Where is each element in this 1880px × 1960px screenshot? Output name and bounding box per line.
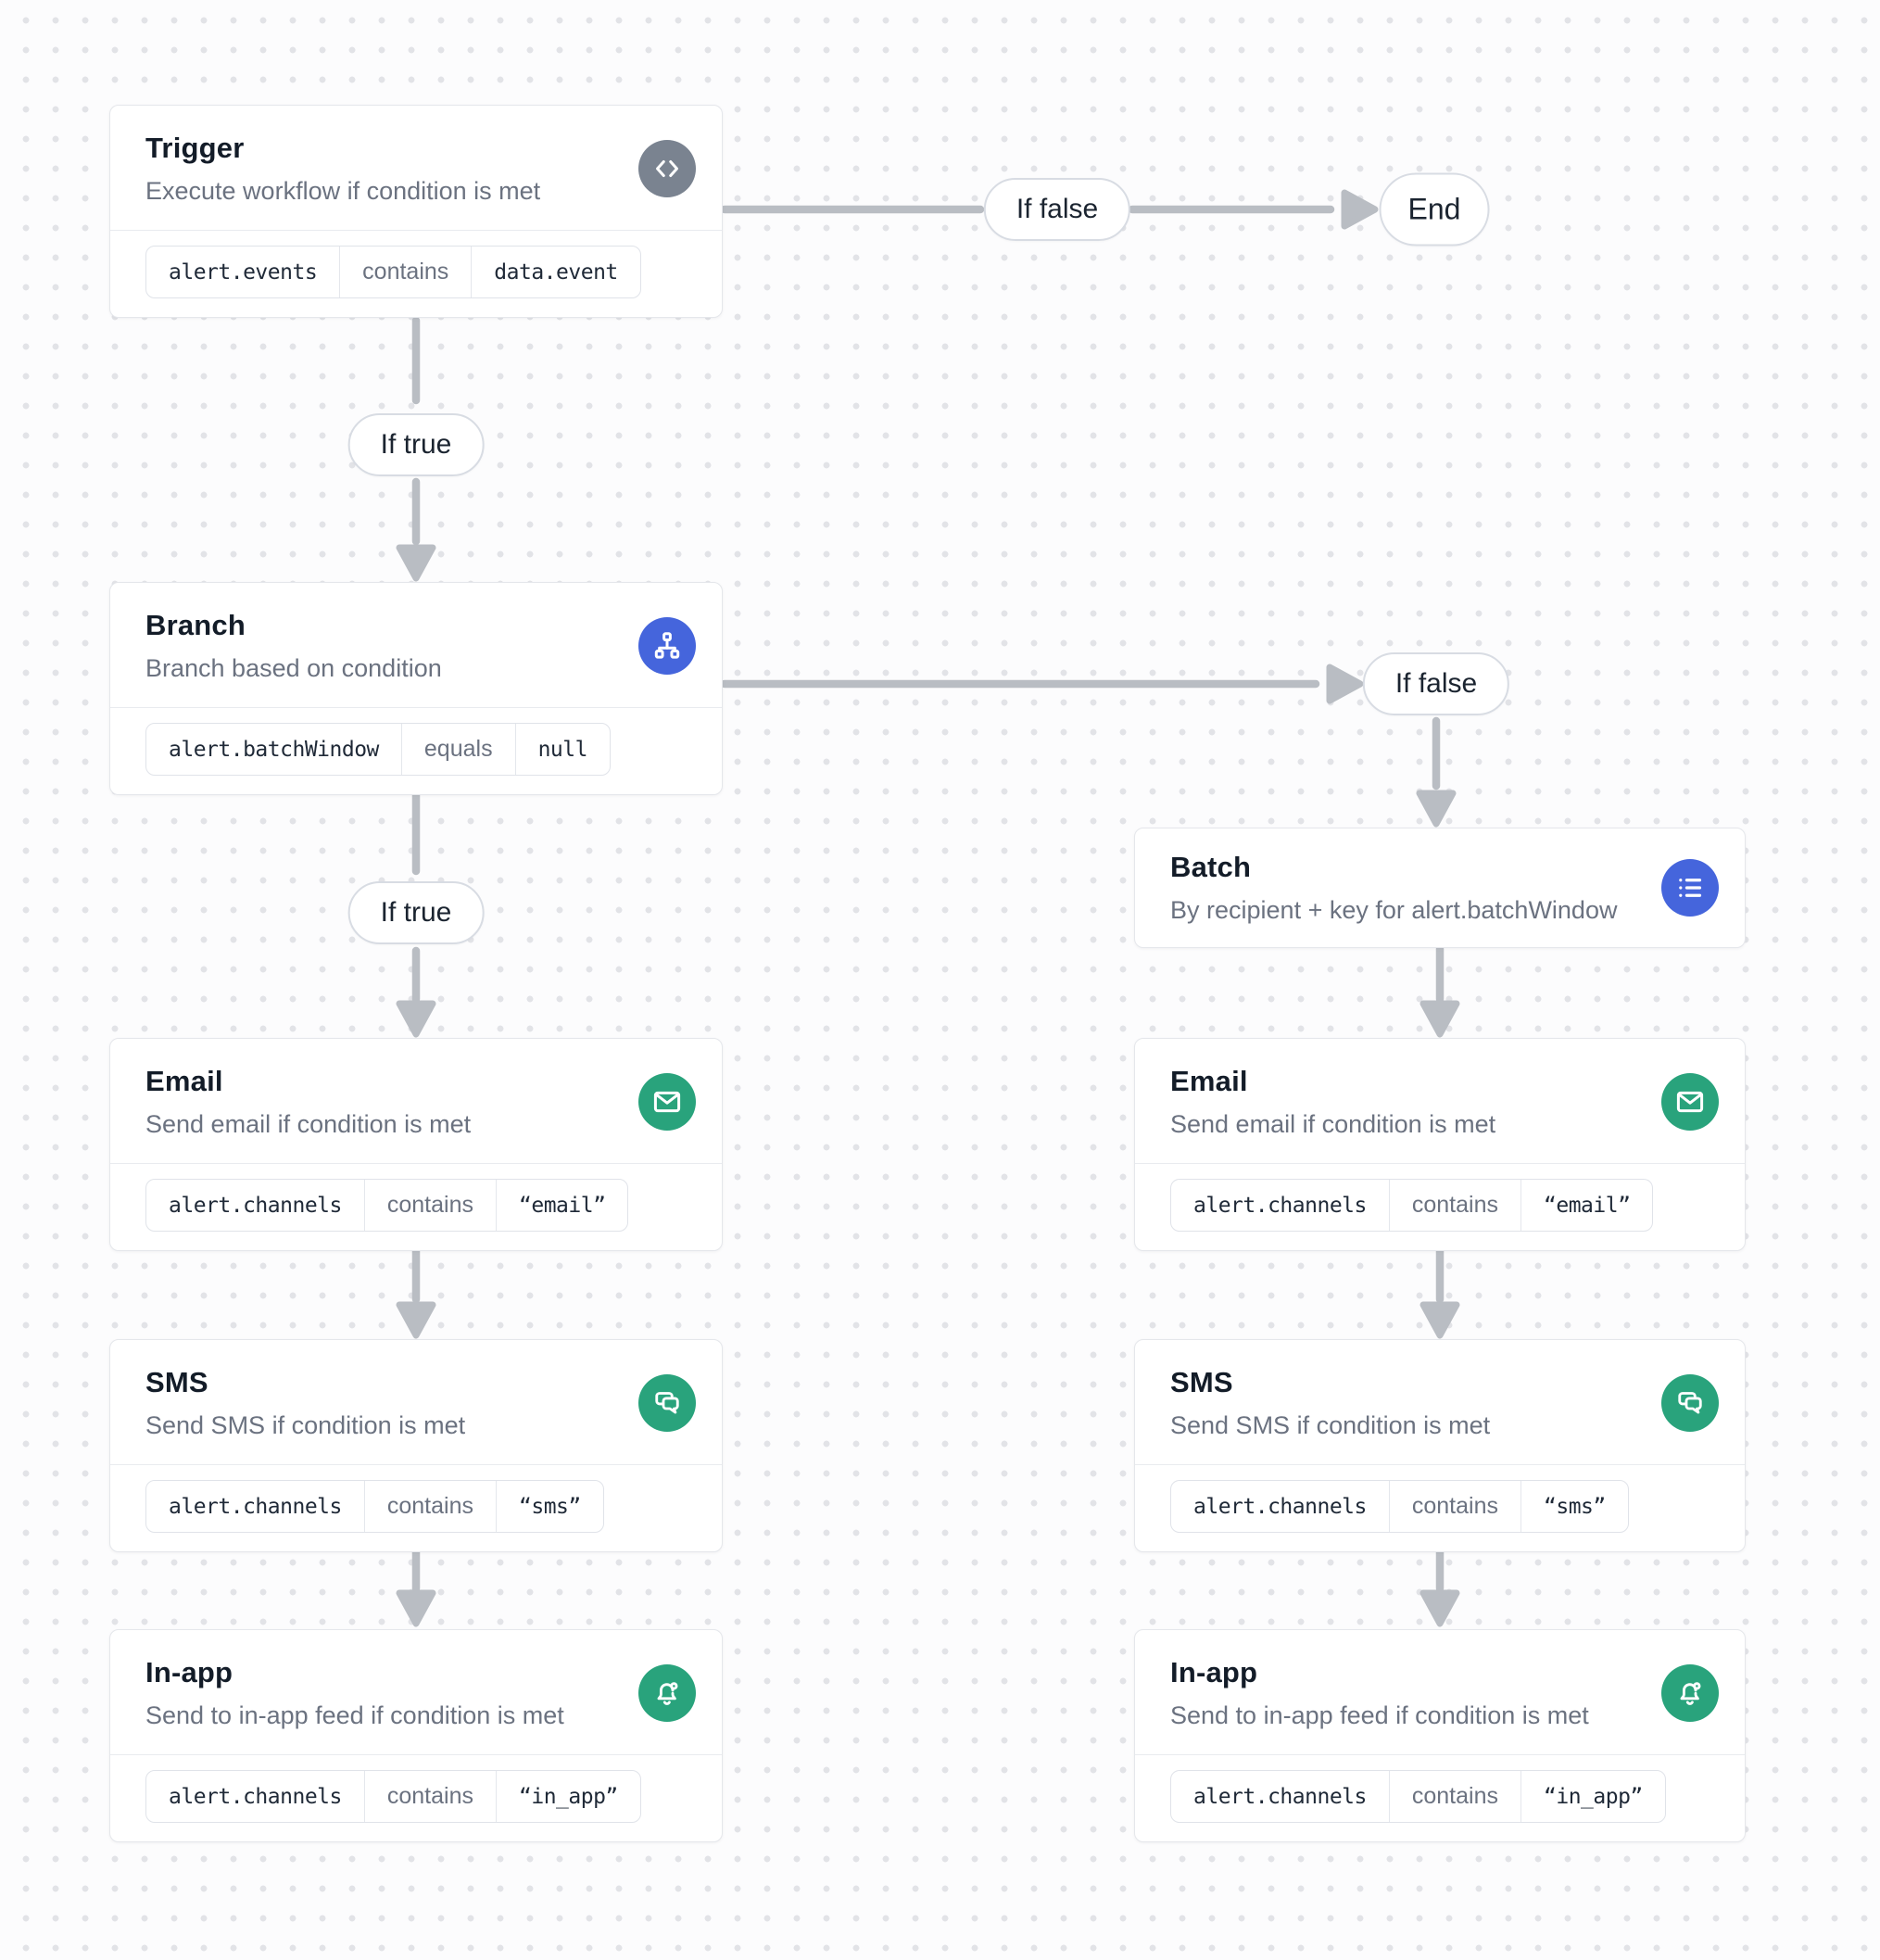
inapp-title: In-app (145, 1656, 233, 1688)
condition-operator: contains (1388, 1481, 1520, 1532)
condition-value: “email” (496, 1180, 627, 1231)
condition-field: alert.channels (1193, 1193, 1367, 1218)
code-icon (638, 140, 696, 197)
condition-value: “in_app” (1520, 1771, 1665, 1822)
inapp-condition-pill: alert.channels contains “in_app” (145, 1770, 641, 1823)
list-icon (1661, 859, 1719, 917)
condition-field: alert.channels (169, 1494, 342, 1519)
if-false-label-branch: If false (1362, 652, 1510, 715)
branch-subtitle: Branch based on condition (145, 654, 442, 682)
if-false-label-trigger: If false (983, 178, 1131, 241)
sms-title: SMS (1170, 1366, 1233, 1398)
sms-condition-pill: alert.channels contains “sms” (1170, 1480, 1629, 1533)
sms-node-right[interactable]: SMS Send SMS if condition is met alert.c… (1134, 1339, 1746, 1552)
inapp-condition-pill: alert.channels contains “in_app” (1170, 1770, 1666, 1823)
branch-condition-pill: alert.batchWindow equals null (145, 723, 611, 776)
inapp-subtitle: Send to in-app feed if condition is met (1170, 1701, 1589, 1729)
bell-icon (638, 1664, 696, 1722)
sms-subtitle: Send SMS if condition is met (1170, 1411, 1491, 1439)
if-true-label-trigger: If true (347, 413, 485, 476)
email-title: Email (1170, 1065, 1248, 1097)
condition-value: data.event (471, 247, 639, 297)
chat-bubbles-icon (638, 1374, 696, 1432)
inapp-node-left[interactable]: In-app Send to in-app feed if condition … (109, 1629, 723, 1842)
sms-condition-pill: alert.channels contains “sms” (145, 1480, 604, 1533)
condition-operator: contains (1388, 1771, 1520, 1822)
email-node-left[interactable]: Email Send email if condition is met ale… (109, 1038, 723, 1251)
condition-field: alert.events (169, 259, 318, 285)
envelope-icon (638, 1073, 696, 1131)
condition-value: “sms” (1520, 1481, 1628, 1532)
email-subtitle: Send email if condition is met (145, 1110, 472, 1138)
condition-field: alert.channels (1193, 1784, 1367, 1809)
end-node[interactable]: End (1379, 172, 1490, 247)
batch-subtitle: By recipient + key for alert.batchWindow (1170, 896, 1618, 924)
inapp-subtitle: Send to in-app feed if condition is met (145, 1701, 564, 1729)
sitemap-icon (638, 617, 696, 675)
chat-bubbles-icon (1661, 1374, 1719, 1432)
condition-operator: contains (363, 1180, 496, 1231)
batch-title: Batch (1170, 851, 1252, 883)
condition-value: “in_app” (496, 1771, 640, 1822)
condition-operator: contains (339, 247, 471, 297)
trigger-node[interactable]: Trigger Execute workflow if condition is… (109, 105, 723, 318)
condition-operator: contains (363, 1771, 496, 1822)
trigger-title: Trigger (145, 132, 245, 164)
if-true-label-branch: If true (347, 881, 485, 944)
inapp-node-right[interactable]: In-app Send to in-app feed if condition … (1134, 1629, 1746, 1842)
email-condition-pill: alert.channels contains “email” (145, 1179, 629, 1232)
condition-field: alert.channels (169, 1193, 342, 1218)
sms-title: SMS (145, 1366, 208, 1398)
condition-value: “email” (1520, 1180, 1652, 1231)
email-subtitle: Send email if condition is met (1170, 1110, 1496, 1138)
email-condition-pill: alert.channels contains “email” (1170, 1179, 1654, 1232)
sms-subtitle: Send SMS if condition is met (145, 1411, 466, 1439)
branch-node[interactable]: Branch Branch based on condition alert.b… (109, 582, 723, 795)
envelope-icon (1661, 1073, 1719, 1131)
inapp-title: In-app (1170, 1656, 1258, 1688)
condition-field: alert.channels (1193, 1494, 1367, 1519)
email-title: Email (145, 1065, 223, 1097)
email-node-right[interactable]: Email Send email if condition is met ale… (1134, 1038, 1746, 1251)
trigger-condition-pill: alert.events contains data.event (145, 246, 641, 298)
batch-node[interactable]: Batch By recipient + key for alert.batch… (1134, 828, 1746, 948)
trigger-subtitle: Execute workflow if condition is met (145, 177, 541, 205)
condition-value: null (514, 724, 610, 775)
branch-title: Branch (145, 609, 246, 641)
bell-icon (1661, 1664, 1719, 1722)
condition-operator: equals (400, 724, 515, 775)
condition-operator: contains (1388, 1180, 1520, 1231)
condition-value: “sms” (496, 1481, 603, 1532)
condition-field: alert.channels (169, 1784, 342, 1809)
condition-operator: contains (363, 1481, 496, 1532)
sms-node-left[interactable]: SMS Send SMS if condition is met alert.c… (109, 1339, 723, 1552)
condition-field: alert.batchWindow (169, 737, 379, 762)
